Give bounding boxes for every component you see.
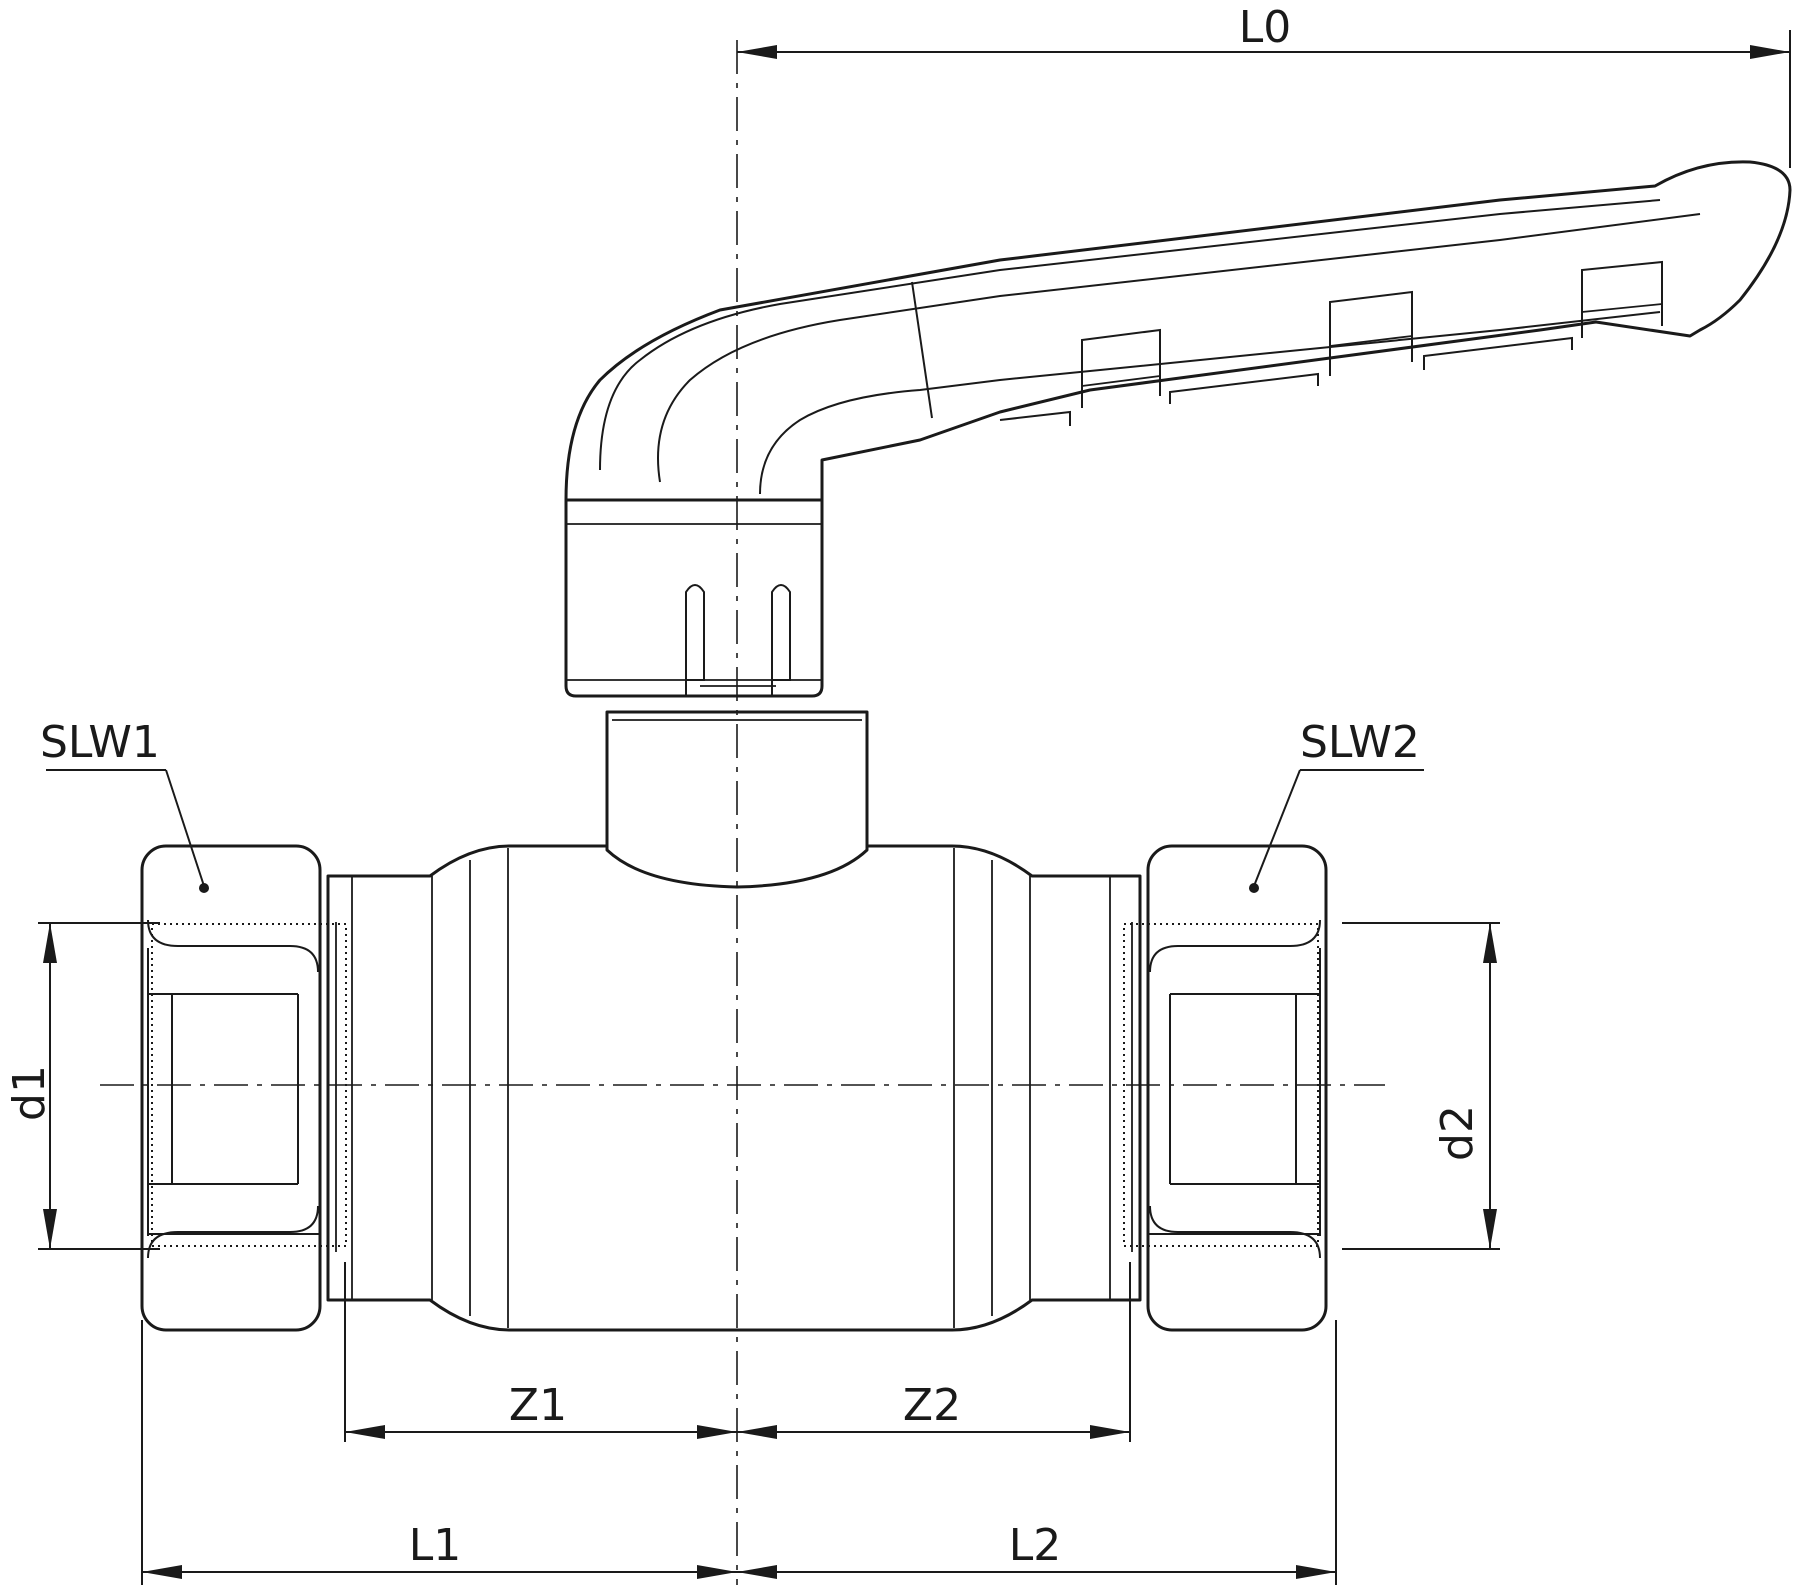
center-lines — [100, 40, 1385, 1585]
dimension-L2: L2 — [737, 1320, 1337, 1585]
callout-SLW2: SLW2 — [1249, 717, 1424, 893]
lever-handle — [564, 160, 1792, 698]
dimension-d2: d2 — [1342, 922, 1500, 1250]
label-SLW2: SLW2 — [1300, 717, 1420, 768]
label-L0: L0 — [1239, 2, 1292, 53]
dimension-L1: L1 — [141, 1320, 737, 1585]
callout-SLW1: SLW1 — [40, 717, 209, 893]
label-Z2: Z2 — [903, 1380, 961, 1431]
dimension-L0: L0 — [737, 2, 1791, 168]
label-d2: d2 — [1432, 1105, 1483, 1161]
label-L2: L2 — [1009, 1520, 1062, 1571]
label-Z1: Z1 — [509, 1380, 567, 1431]
left-union-nut — [140, 844, 347, 1332]
dimension-Z2: Z2 — [737, 1262, 1131, 1442]
dimension-d1: d1 — [4, 922, 160, 1250]
valve-body — [326, 844, 1142, 1332]
right-union-nut — [1123, 844, 1328, 1332]
dimension-Z1: Z1 — [344, 1262, 737, 1442]
label-d1: d1 — [4, 1065, 55, 1121]
label-SLW1: SLW1 — [40, 717, 160, 768]
label-L1: L1 — [409, 1520, 462, 1571]
